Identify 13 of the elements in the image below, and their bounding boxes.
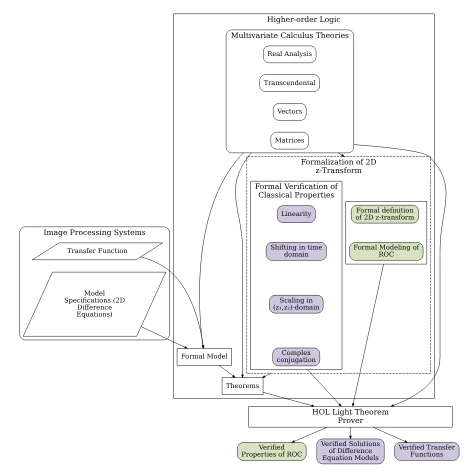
cluster: [345, 201, 427, 264]
arrow: [261, 373, 271, 378]
arrow: [140, 256, 204, 349]
arrow: [262, 392, 314, 407]
arrow: [352, 264, 384, 407]
arrow: [353, 144, 446, 407]
arrow: [218, 365, 235, 378]
arrow: [348, 426, 352, 440]
arrow: [140, 326, 188, 349]
arrow: [234, 152, 252, 378]
arrow: [337, 152, 344, 157]
arrow: [306, 369, 342, 407]
arrow: [198, 152, 244, 349]
